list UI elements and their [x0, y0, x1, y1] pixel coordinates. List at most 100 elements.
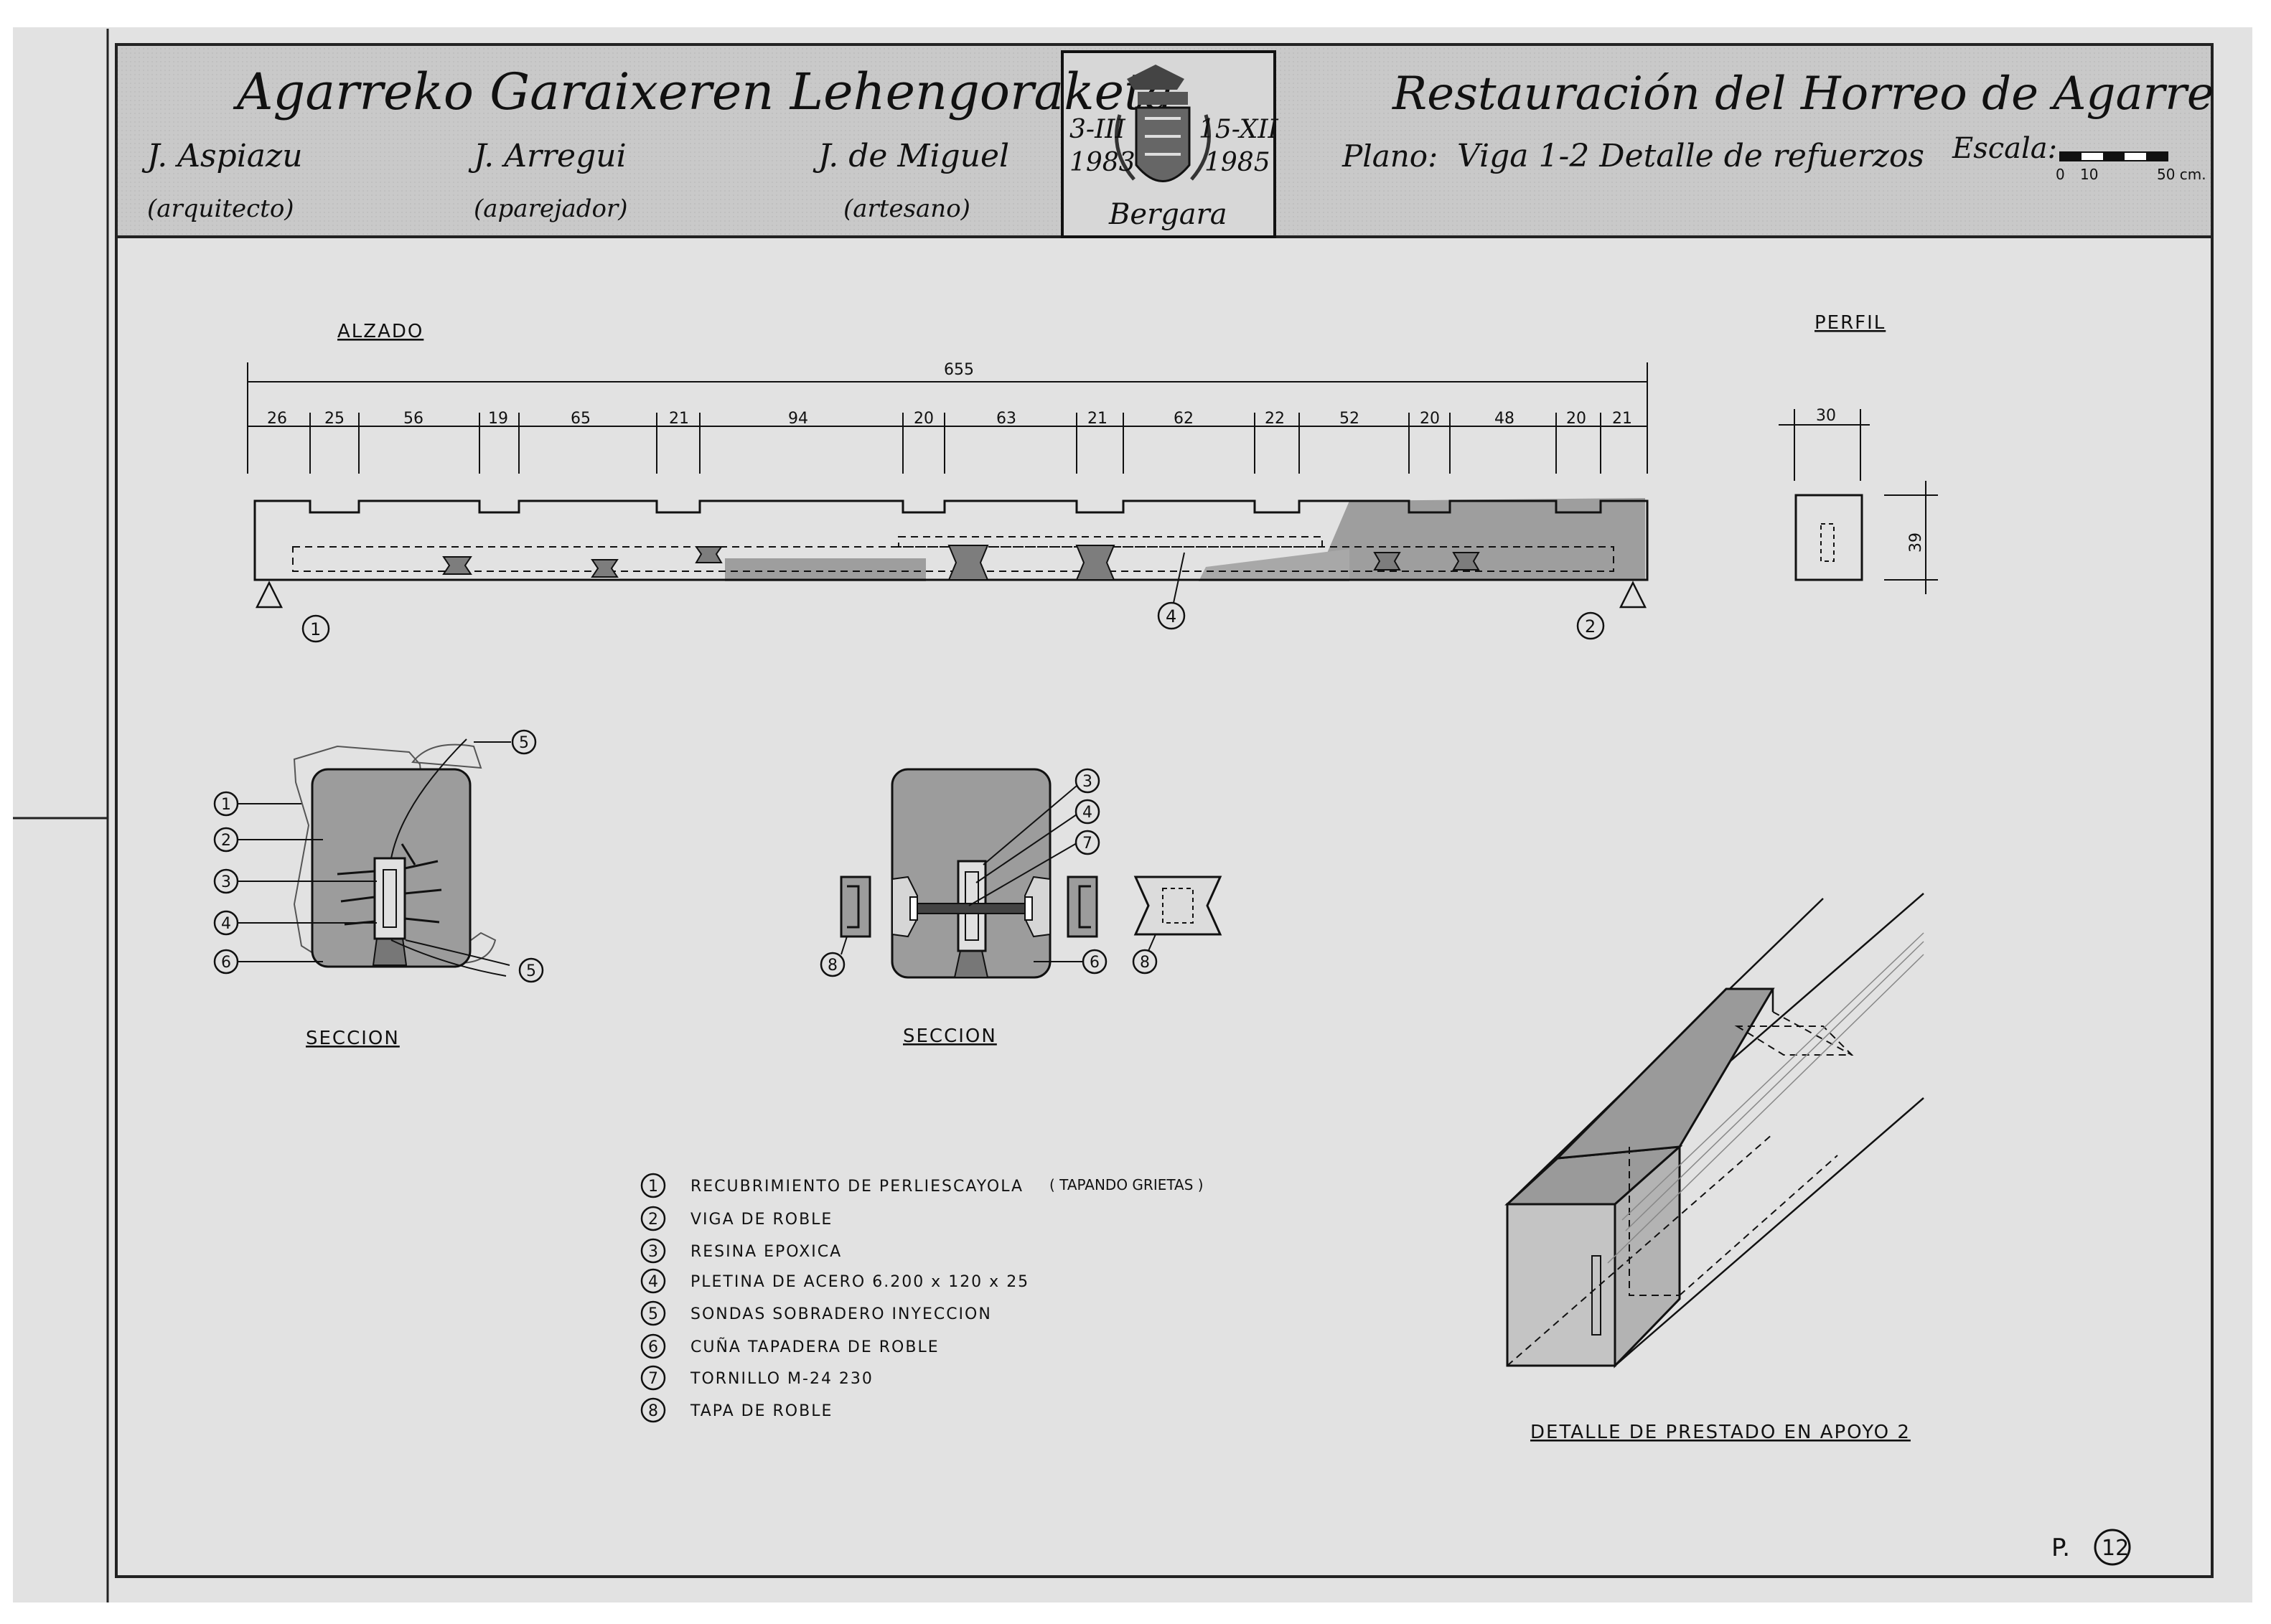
- seg-11: 62: [1174, 410, 1194, 428]
- perfil-view: PERFIL 30 39: [1779, 312, 1938, 594]
- svg-text:TORNILLO M-24 230: TORNILLO M-24 230: [690, 1370, 874, 1388]
- page-num: 12: [2102, 1536, 2129, 1561]
- legend: 1 RECUBRIMIENTO DE PERLIESCAYOLA ( TAPAN…: [640, 1173, 1204, 1423]
- sec-left-callout-5-bottom: 5: [526, 962, 536, 980]
- sec-right-callout-7: 7: [1082, 835, 1092, 853]
- section-left-title: SECCION: [306, 1028, 400, 1049]
- seg-3: 56: [403, 410, 423, 428]
- person-2-name: J. Arregui: [468, 138, 627, 174]
- scale-tick-50: 50 cm.: [2157, 166, 2206, 183]
- sec-left-callout-2: 2: [221, 832, 231, 850]
- seg-15: 48: [1494, 410, 1514, 428]
- alzado-callout-4: 4: [1166, 606, 1176, 626]
- section-right: 3 4 7 6 8 8 SECCION: [820, 768, 1222, 1047]
- perfil-section: [1794, 494, 1863, 581]
- seg-8: 20: [914, 410, 934, 428]
- legend-item: 3 RESINA EPOXICA: [640, 1238, 842, 1264]
- alzado-title: ALZADO: [337, 321, 423, 342]
- seal-year-start: 1983: [1069, 148, 1136, 177]
- detail-isometric: DETALLE DE PRESTADO EN APOYO 2: [1504, 893, 1924, 1443]
- title-spanish: Restauración del Horreo de Agarre: [1392, 67, 2214, 121]
- seg-1: 26: [267, 410, 287, 428]
- detail-title: DETALLE DE PRESTADO EN APOYO 2: [1530, 1422, 1911, 1443]
- seg-2: 25: [324, 410, 345, 428]
- page-number: P. 12: [2051, 1529, 2131, 1566]
- scale-bar: [2059, 151, 2168, 161]
- escala-label: Escala:: [1952, 132, 2057, 165]
- sec-right-callout-3: 3: [1082, 773, 1092, 791]
- alzado-view: ALZADO 655 26 25 56 19: [247, 321, 1649, 643]
- seg-14: 20: [1420, 410, 1440, 428]
- svg-text:7: 7: [648, 1370, 658, 1388]
- svg-text:TAPA DE ROBLE: TAPA DE ROBLE: [690, 1402, 833, 1420]
- legend-item: 1 RECUBRIMIENTO DE PERLIESCAYOLA ( TAPAN…: [640, 1173, 1204, 1198]
- support-1-icon: [255, 581, 284, 609]
- plano-label: Plano:: [1341, 139, 1438, 174]
- seal-date-start: 3-III: [1069, 115, 1126, 144]
- svg-text:RECUBRIMIENTO DE PERLIESCAYOLA: RECUBRIMIENTO DE PERLIESCAYOLA: [690, 1178, 1024, 1196]
- seg-16: 20: [1566, 410, 1586, 428]
- sec-left-callout-5-top: 5: [519, 734, 529, 752]
- section-right-title: SECCION: [903, 1025, 997, 1047]
- title-block: Agarreko Garaixeren Lehengoraketa Restau…: [115, 43, 2214, 238]
- legend-item: 8 TAPA DE ROBLE: [640, 1397, 833, 1423]
- seg-9: 63: [996, 410, 1016, 428]
- seg-12: 22: [1265, 410, 1285, 428]
- sec-left-callout-3: 3: [221, 873, 231, 891]
- svg-text:4: 4: [648, 1273, 658, 1291]
- svg-text:( TAPANDO GRIETAS ): ( TAPANDO GRIETAS ): [1049, 1176, 1204, 1193]
- seal-date-end: 15-XII: [1199, 115, 1279, 144]
- seg-6: 21: [669, 410, 689, 428]
- sec-right-callout-4: 4: [1082, 804, 1092, 822]
- plano-text: Viga 1-2 Detalle de refuerzos: [1457, 138, 1924, 174]
- scale-tick-0: 0: [2056, 166, 2065, 183]
- page-prefix: P.: [2051, 1534, 2070, 1562]
- sec-right-callout-8-right: 8: [1140, 954, 1150, 972]
- support-1-label: 1: [310, 619, 321, 639]
- title-basque: Agarreko Garaixeren Lehengoraketa: [233, 62, 1174, 121]
- person-1-name: J. Aspiazu: [141, 138, 303, 174]
- svg-text:8: 8: [648, 1402, 658, 1420]
- svg-text:CUÑA TAPADERA DE ROBLE: CUÑA TAPADERA DE ROBLE: [690, 1337, 940, 1356]
- person-3-name: J. de Miguel: [813, 138, 1009, 174]
- legend-item: 4 PLETINA DE ACERO 6.200 x 120 x 25: [640, 1268, 1029, 1294]
- seal-place: Bergara: [1108, 198, 1227, 231]
- svg-text:PLETINA DE ACERO 6.200 x 120 x: PLETINA DE ACERO 6.200 x 120 x 25: [690, 1273, 1029, 1291]
- support-2-icon: [1619, 581, 1647, 609]
- svg-text:RESINA EPOXICA: RESINA EPOXICA: [690, 1243, 842, 1261]
- person-1-role: (arquitecto): [147, 194, 294, 223]
- sec-left-callout-1: 1: [221, 796, 231, 814]
- sec-right-callout-8-left: 8: [828, 957, 838, 975]
- support-2-label: 2: [1585, 616, 1596, 637]
- svg-text:VIGA DE ROBLE: VIGA DE ROBLE: [690, 1211, 833, 1229]
- seg-7: 94: [788, 410, 808, 428]
- svg-text:2: 2: [648, 1211, 658, 1229]
- svg-text:3: 3: [648, 1243, 658, 1261]
- coat-of-arms-icon: [1115, 65, 1211, 182]
- legend-item: 5 SONDAS SOBRADERO INYECCION: [640, 1300, 992, 1326]
- svg-text:5: 5: [648, 1305, 658, 1323]
- seg-10: 21: [1087, 410, 1108, 428]
- sec-left-callout-6: 6: [221, 954, 231, 972]
- legend-item: 7 TORNILLO M-24 230: [640, 1365, 874, 1391]
- wedges: [442, 545, 1480, 581]
- seg-17: 21: [1612, 410, 1632, 428]
- perfil-width: 30: [1816, 407, 1836, 425]
- segment-ticks: [309, 413, 1601, 474]
- plate-left: [373, 857, 406, 940]
- svg-text:6: 6: [648, 1338, 658, 1356]
- perfil-title: PERFIL: [1815, 312, 1886, 334]
- scale-tick-10: 10: [2080, 166, 2098, 183]
- person-2-role: (aparejador): [474, 194, 628, 223]
- sec-left-callout-4: 4: [221, 915, 231, 933]
- beam-outline: [253, 499, 1649, 581]
- legend-item: 6 CUÑA TAPADERA DE ROBLE: [640, 1333, 940, 1359]
- seg-5: 65: [571, 410, 591, 428]
- seg-4: 19: [488, 410, 508, 428]
- svg-text:SONDAS SOBRADERO INYECCION: SONDAS SOBRADERO INYECCION: [690, 1305, 992, 1323]
- legend-item: 2 VIGA DE ROBLE: [640, 1206, 833, 1231]
- sec-right-callout-6: 6: [1090, 954, 1100, 972]
- person-3-role: (artesano): [843, 194, 970, 223]
- perfil-height: 39: [1907, 532, 1925, 553]
